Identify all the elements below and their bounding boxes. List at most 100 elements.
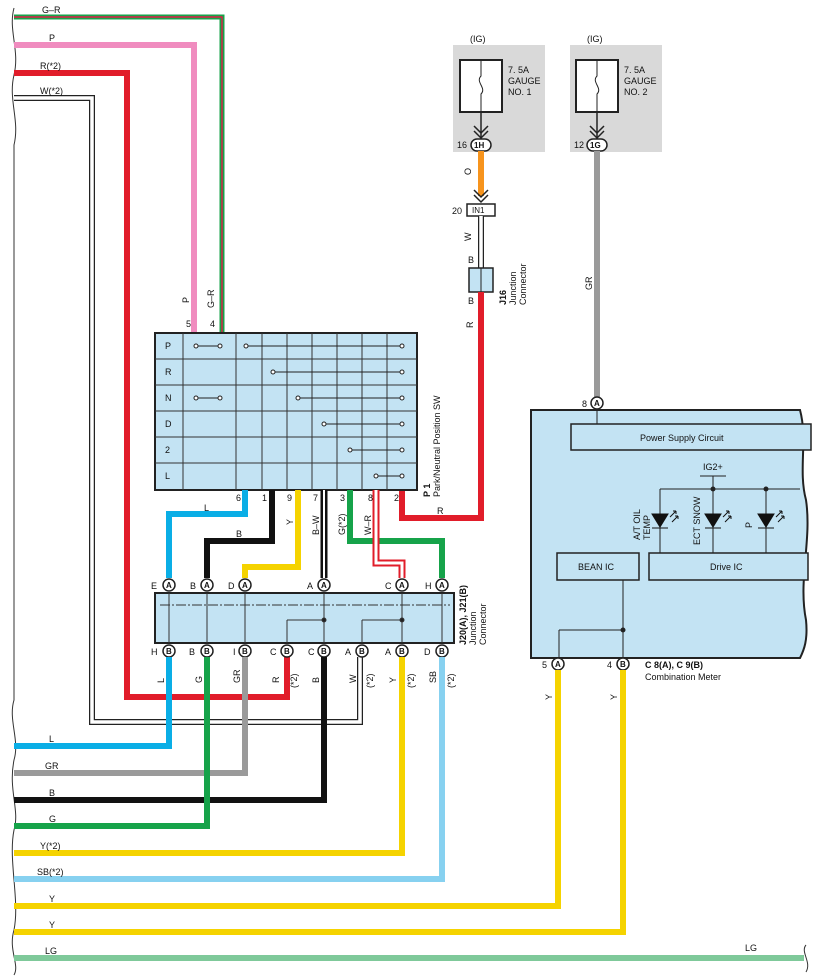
p1-contacts [193, 343, 405, 479]
left-label-g-r: G–R [42, 5, 61, 15]
left-label-l: L [49, 734, 54, 744]
j16-top-pin: B [468, 255, 474, 265]
p1-wire-w-r-label: W–R [363, 515, 373, 536]
p1-wire-r-label: R [437, 506, 444, 516]
wire-sb-2 [14, 657, 445, 882]
wire-y-meter-5 [14, 670, 561, 909]
p1-grid [155, 333, 417, 490]
led-at-oil-label: A/T OIL [632, 509, 642, 540]
fuse-2-name2: NO. 2 [624, 87, 648, 97]
left-break-line [11, 7, 17, 976]
svg-text:A: A [204, 581, 210, 590]
jconn-color-gr: GR [232, 669, 242, 683]
jconn-name: Junction [468, 611, 478, 645]
jconn-top-c: C [385, 581, 392, 591]
j16-name: Junction [508, 271, 518, 305]
jconn-bot-d: D [424, 647, 431, 657]
svg-text:B: B [166, 647, 172, 656]
led-p-label: P [744, 522, 754, 528]
jconn-color-r: R [271, 676, 281, 683]
power-supply-label: Power Supply Circuit [640, 433, 724, 443]
wire-r-label: R [465, 321, 475, 328]
p1-top-pin-4: 4 [210, 319, 215, 329]
svg-text:A: A [594, 399, 600, 408]
fuse-1-rating: 7. 5A [508, 65, 529, 75]
j16-name2: Connector [518, 263, 528, 305]
j16-bottom-pin: B [468, 296, 474, 306]
drive-ic-label: Drive IC [710, 562, 743, 572]
wire-gr-out [14, 657, 248, 776]
jconn-code: J20(A), J21(B) [458, 585, 468, 645]
p1-wire-g-label: G(*2) [337, 513, 347, 535]
p1-row-l: L [165, 471, 170, 481]
jconn-top-terminals: E A B A D A A A C A H A [151, 578, 449, 592]
jconn-name2: Connector [478, 603, 488, 645]
jconn-bot-b: B [189, 647, 195, 657]
svg-text:B: B [359, 647, 365, 656]
left-label-g: G [49, 814, 56, 824]
wire-w-2 [14, 95, 363, 725]
left-label-gr: GR [45, 761, 59, 771]
left-label-lg: LG [45, 946, 57, 956]
p1-pin-2: 2 [394, 493, 399, 503]
svg-text:B: B [321, 647, 327, 656]
p1-row-p: P [165, 341, 171, 351]
p1-top-pin-5: 5 [186, 319, 191, 329]
p1-pin-7: 7 [313, 493, 318, 503]
wire-b-p1 [204, 490, 275, 578]
jconn-top-h: H [425, 581, 432, 591]
wire-p [14, 42, 197, 333]
p1-pin-6: 6 [236, 493, 241, 503]
bean-ic-label: BEAN IC [578, 562, 615, 572]
p1-row-n: N [165, 393, 172, 403]
svg-text:A: A [321, 581, 327, 590]
jconn-note-sb: (*2) [446, 673, 456, 688]
fuse-1-name1: GAUGE [508, 76, 541, 86]
p1-wire-b-w-label: B–W [311, 515, 321, 535]
svg-text:B: B [204, 647, 210, 656]
fuse-2-name1: GAUGE [624, 76, 657, 86]
p1-wire-b-label: B [236, 529, 242, 539]
meter-internal [558, 580, 626, 657]
wire-w-label: W [463, 232, 473, 241]
wire-b [14, 657, 327, 803]
fuse-2-pin: 12 [574, 140, 584, 150]
jconn-bot-h: H [151, 647, 158, 657]
meter-wire-4-label: Y [609, 694, 619, 700]
p1-wire-l-label: L [204, 503, 209, 513]
meter-pin-in: 8 [582, 399, 587, 409]
jconn-bot-a2: A [385, 647, 391, 657]
p1-pin-3: 3 [340, 493, 345, 503]
fuse-1-element [478, 60, 484, 112]
meter-name: Combination Meter [645, 672, 721, 682]
in1-chevron [473, 189, 489, 204]
p1-pin-9: 9 [287, 493, 292, 503]
jconn-note-y: (*2) [406, 673, 416, 688]
svg-text:B: B [399, 647, 405, 656]
wire-r [399, 292, 484, 521]
wire-g-r [14, 14, 225, 333]
fuse-2-element [594, 60, 600, 112]
in1-label: IN1 [472, 206, 485, 215]
fuse-2-supply: (IG) [587, 34, 603, 44]
j16-code: J16 [498, 290, 508, 305]
wire-r-2 [14, 70, 290, 700]
jconn-top-d: D [228, 581, 235, 591]
svg-text:B: B [284, 647, 290, 656]
p1-pin-1: 1 [262, 493, 267, 503]
jconn-body [154, 592, 455, 644]
meter-wire-5-label: Y [544, 694, 554, 700]
wire-p-label: P [181, 297, 191, 303]
jconn-top-a: A [307, 581, 313, 591]
wire-o-label: O [463, 168, 473, 175]
left-label-p: P [49, 33, 55, 43]
led-ect-snow-label: ECT SNOW [692, 496, 702, 545]
wire-g-r-label: G–R [206, 289, 216, 308]
jconn-bot-c1: C [270, 647, 277, 657]
jconn-color-w: W [348, 674, 358, 683]
jconn-note-r: (*2) [289, 673, 299, 688]
fuse-1-name2: NO. 1 [508, 87, 532, 97]
ig2-label: IG2+ [703, 462, 723, 472]
p1-pin-8: 8 [368, 493, 373, 503]
